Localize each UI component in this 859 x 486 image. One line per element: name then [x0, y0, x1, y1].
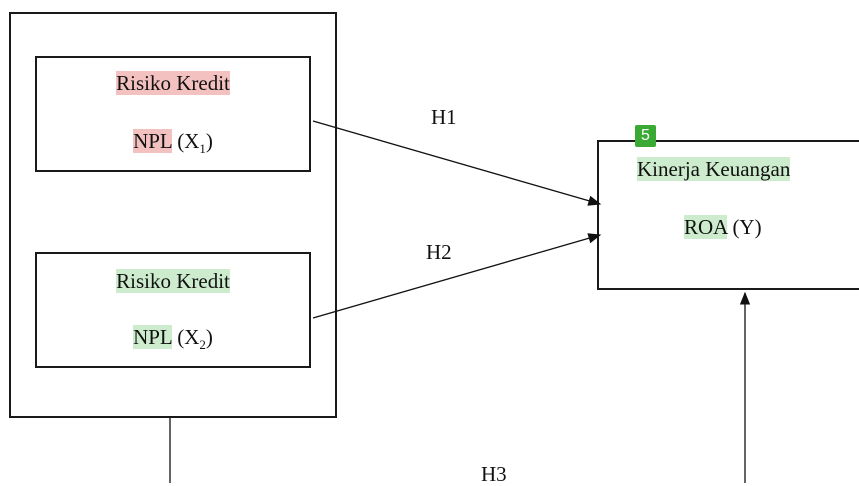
h1-label: H1 [431, 105, 457, 129]
h3-label: H3 [481, 462, 507, 486]
x2-var: (X2) [177, 325, 213, 353]
x1-var: (X1) [177, 129, 213, 157]
y-title: Kinerja Keuangan [637, 157, 791, 181]
x1-title: Risiko Kredit [116, 71, 230, 95]
x1-variable-box: Risiko Kredit NPL (X1) [35, 56, 311, 172]
h2-arrow [312, 233, 602, 319]
x2-variable-box: Risiko Kredit NPL (X2) [35, 252, 311, 368]
h2-label: H2 [426, 240, 452, 264]
y-abbr: ROA [684, 215, 728, 239]
y-variable-box: Kinerja Keuangan ROA (Y) [597, 140, 859, 290]
annotation-badge: 5 [635, 125, 656, 147]
y-var: (Y) [732, 215, 762, 239]
x2-abbr: NPL [133, 325, 172, 349]
h1-arrow [312, 120, 602, 206]
x1-abbr: NPL [133, 129, 172, 153]
combined-variables-box [9, 12, 337, 418]
x2-title: Risiko Kredit [116, 269, 230, 293]
